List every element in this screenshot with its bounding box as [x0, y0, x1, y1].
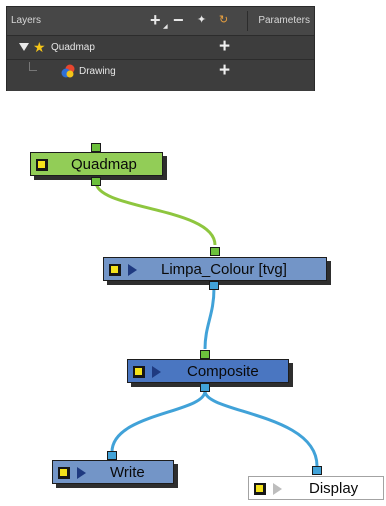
star-icon: ★ [33, 39, 46, 55]
layers-panel-header: Layers + ◢ − ✦ ↻ Parameters [7, 7, 314, 35]
wire-quadmap-to-limpa-colour[interactable] [94, 181, 217, 246]
tree-connector-icon [29, 62, 37, 71]
node-label: Composite [187, 363, 259, 380]
node-label: Quadmap [71, 156, 137, 173]
expand-arrow-icon[interactable] [19, 43, 29, 51]
input-port[interactable] [107, 451, 117, 460]
node-enable-icon[interactable] [133, 366, 145, 378]
node-label: Display [309, 480, 359, 497]
header-divider [247, 11, 248, 31]
layer-name: Drawing [79, 66, 116, 77]
play-icon[interactable] [128, 264, 137, 276]
input-port[interactable] [91, 143, 101, 152]
parameters-title: Parameters [258, 15, 310, 26]
add-parameter-icon[interactable]: + [219, 36, 231, 57]
node-composite[interactable]: Composite [127, 359, 289, 383]
layer-row-quadmap[interactable]: ★ Quadmap + [7, 35, 314, 59]
layers-panel: Layers + ◢ − ✦ ↻ Parameters ★ Quadmap + … [6, 6, 315, 91]
node-enable-icon[interactable] [58, 467, 70, 479]
node-display[interactable]: Display [248, 476, 384, 500]
add-layer-icon[interactable]: + [150, 10, 161, 30]
wire-composite-to-display[interactable] [203, 390, 319, 467]
node-quadmap[interactable]: Quadmap [30, 152, 163, 176]
layer-row-drawing[interactable]: Drawing + [7, 59, 314, 91]
node-enable-icon[interactable] [254, 483, 266, 495]
node-enable-icon[interactable] [109, 264, 121, 276]
node-label: Limpa_Colour [tvg] [161, 261, 287, 278]
node-label: Write [110, 464, 145, 481]
node-enable-icon[interactable] [36, 159, 48, 171]
wire-limpa-colour-to-composite[interactable] [203, 287, 216, 350]
output-port[interactable] [209, 281, 219, 290]
input-port[interactable] [210, 247, 220, 256]
add-parameter-icon[interactable]: + [219, 60, 231, 81]
add-layer-dropdown-icon[interactable]: ◢ [163, 24, 168, 30]
output-port[interactable] [200, 383, 210, 392]
wire-composite-to-write[interactable] [110, 390, 207, 453]
node-write[interactable]: Write [52, 460, 174, 484]
connection-wires [94, 181, 319, 467]
drawing-layer-icon [61, 64, 75, 78]
node-graph: Quadmap Limpa_Colour [tvg] Composite Wri… [0, 95, 386, 506]
input-port[interactable] [312, 466, 322, 475]
add-peg-layer-icon[interactable]: ↻ [219, 14, 229, 26]
play-icon[interactable] [77, 467, 86, 479]
play-icon[interactable] [152, 366, 161, 378]
play-icon[interactable] [273, 483, 282, 495]
node-limpa-colour[interactable]: Limpa_Colour [tvg] [103, 257, 327, 281]
delete-layer-icon[interactable]: − [173, 10, 184, 30]
output-port[interactable] [91, 177, 101, 186]
add-peg-icon[interactable]: ✦ [197, 14, 207, 26]
input-port[interactable] [200, 350, 210, 359]
layers-title: Layers [11, 15, 42, 26]
layer-name: Quadmap [51, 42, 95, 53]
